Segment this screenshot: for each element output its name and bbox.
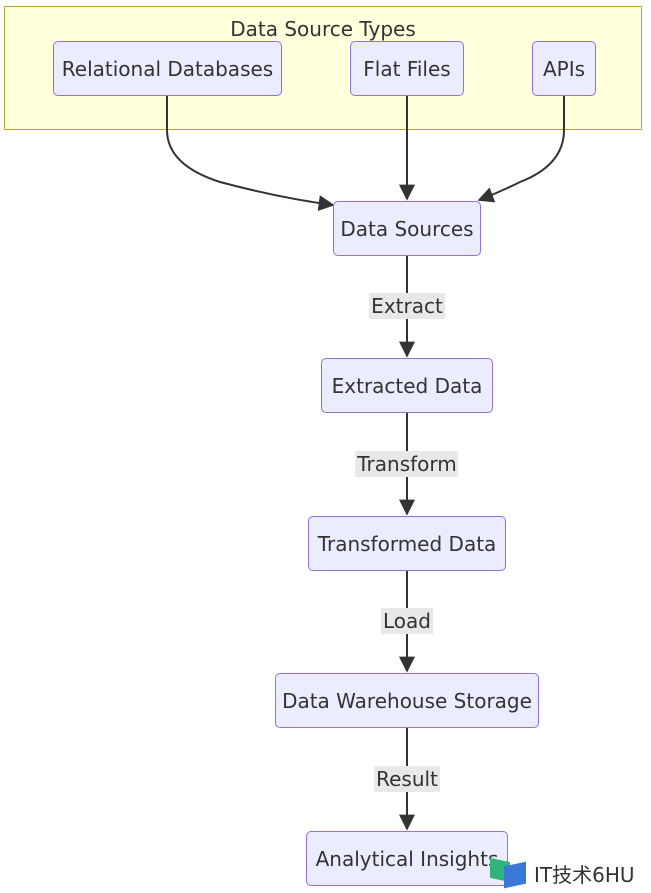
- node-label: Analytical Insights: [315, 846, 499, 871]
- edge-label-load: Load: [381, 608, 433, 634]
- node-data-sources: Data Sources: [333, 201, 481, 256]
- node-extracted-data: Extracted Data: [321, 358, 493, 413]
- node-label: Data Warehouse Storage: [282, 688, 532, 713]
- node-apis: APIs: [532, 41, 596, 96]
- edge-relational-to-data-sources: [166, 96, 335, 212]
- node-label: Transformed Data: [317, 531, 497, 556]
- node-label: Data Sources: [340, 216, 474, 241]
- node-transformed-data: Transformed Data: [308, 516, 506, 571]
- edge-apis-to-data-sources: [477, 96, 565, 203]
- node-relational-databases: Relational Databases: [53, 41, 282, 96]
- node-analytical-insights: Analytical Insights: [306, 831, 508, 886]
- watermark: IT技术6HU: [490, 857, 648, 889]
- node-label: Relational Databases: [61, 56, 274, 81]
- edge-label-extract: Extract: [369, 293, 445, 319]
- watermark-text: IT技术6HU: [534, 862, 635, 887]
- edge-label-result: Result: [374, 766, 440, 792]
- node-label: Flat Files: [363, 56, 451, 81]
- node-label: APIs: [542, 56, 586, 81]
- group-title: Data Source Types: [230, 17, 416, 41]
- watermark-logo-icon: [490, 857, 528, 889]
- edge-label-transform: Transform: [355, 451, 459, 477]
- node-label: Extracted Data: [331, 373, 483, 398]
- node-flat-files: Flat Files: [350, 41, 464, 96]
- node-data-warehouse-storage: Data Warehouse Storage: [275, 673, 539, 728]
